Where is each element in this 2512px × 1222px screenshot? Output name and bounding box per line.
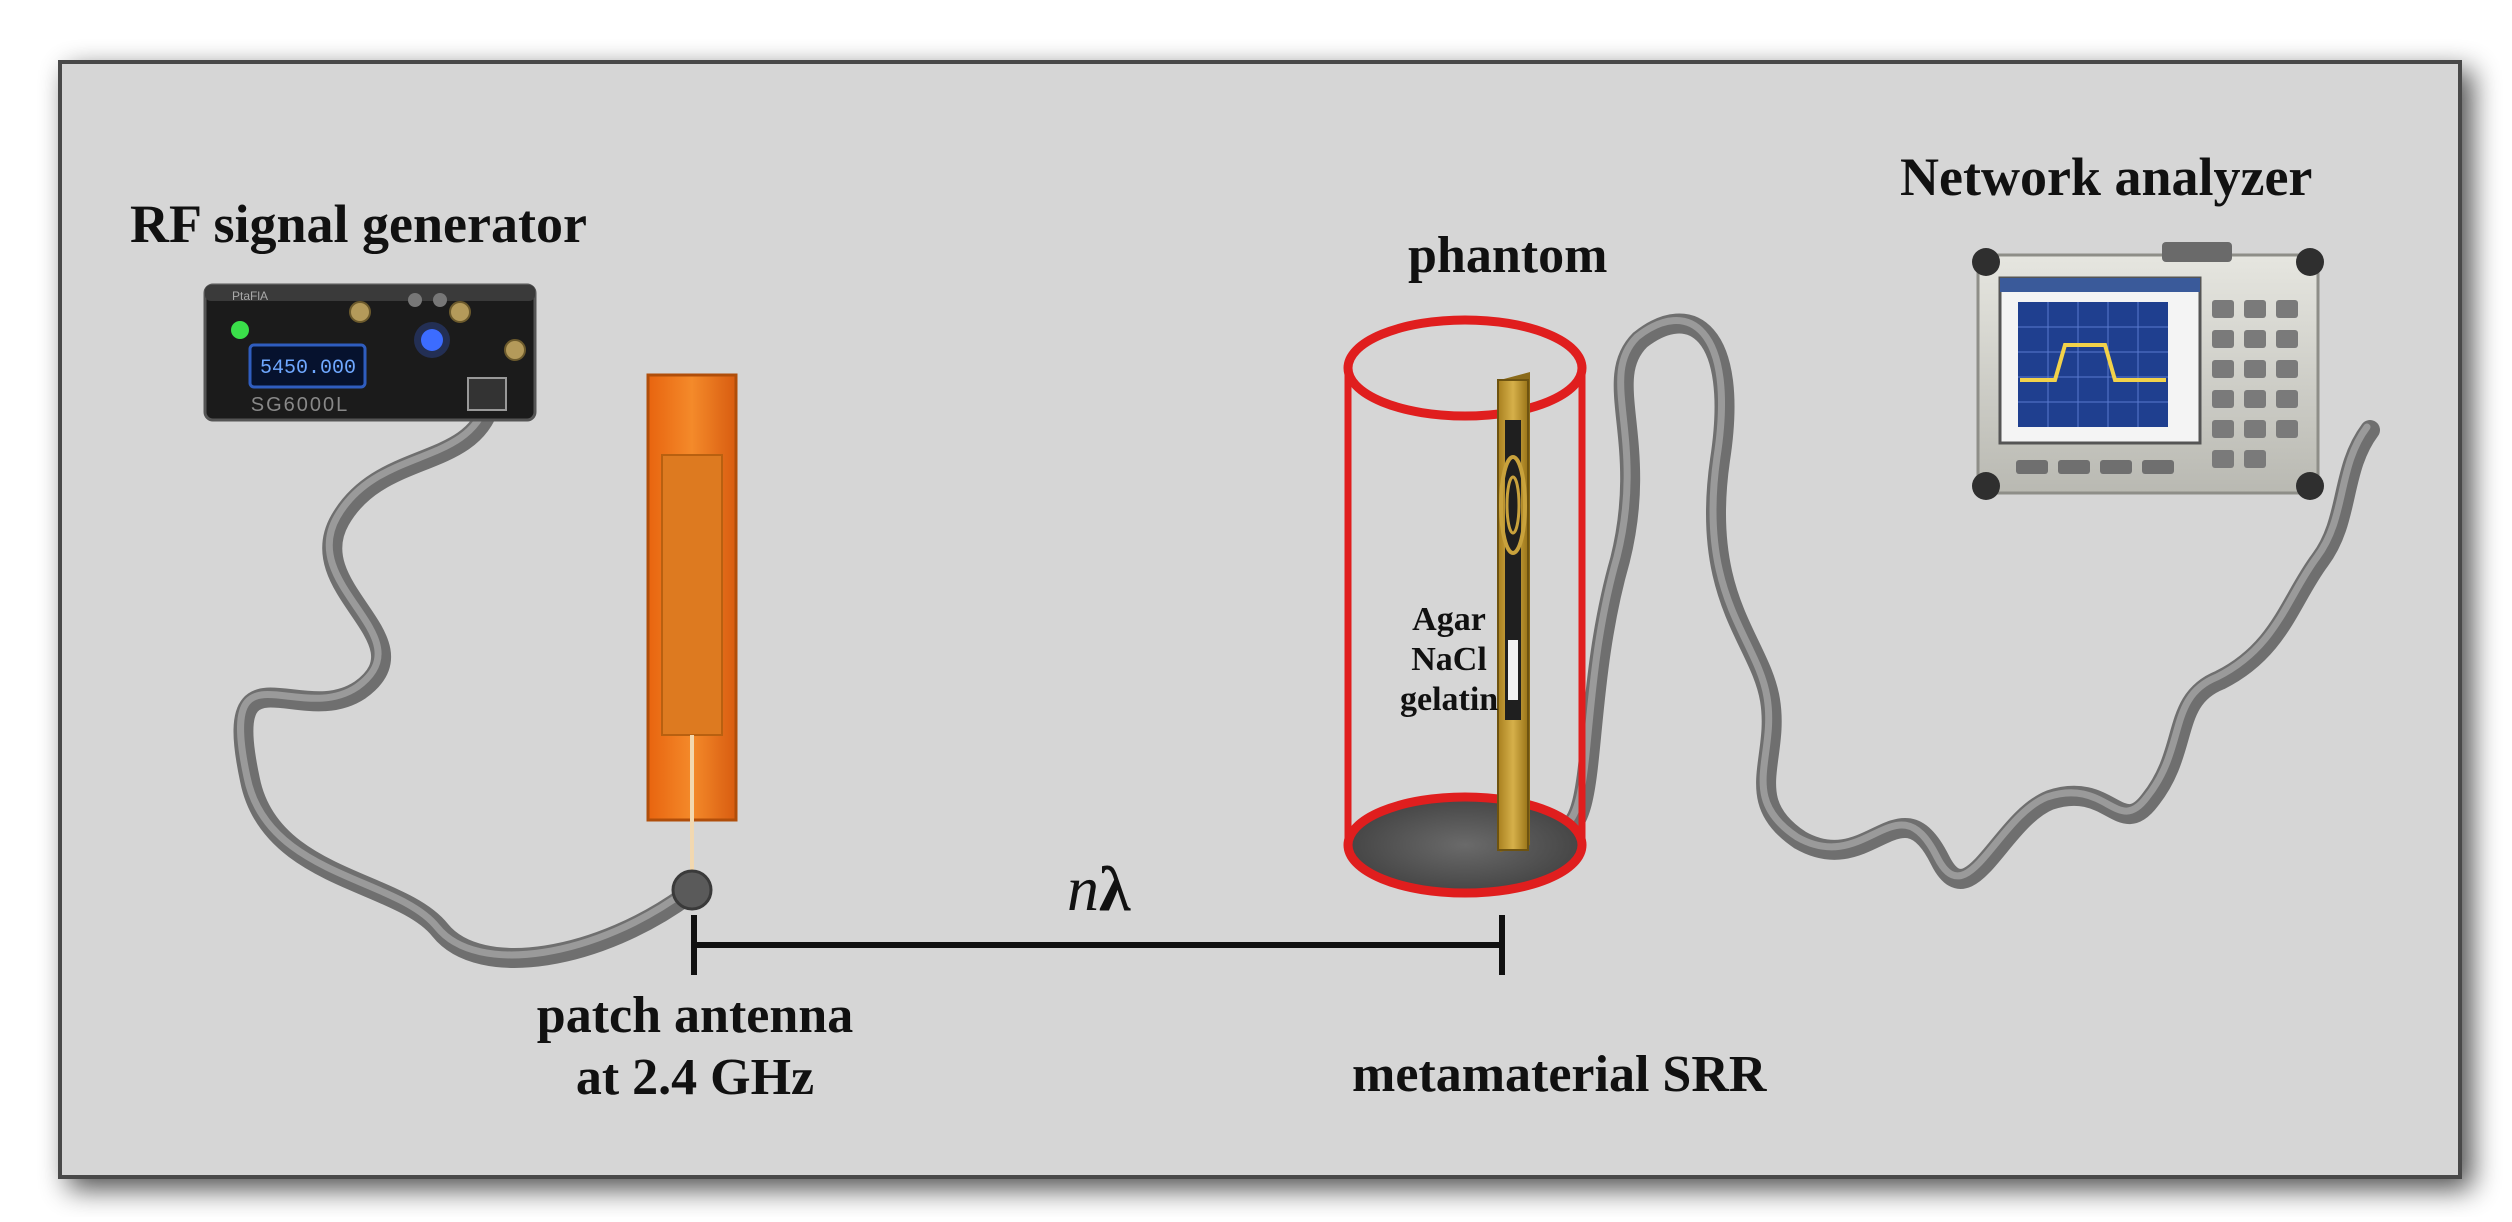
generator-brand: PtaFlA [232, 289, 268, 303]
analyzer-keypad [2212, 300, 2298, 468]
status-led-icon [421, 329, 443, 351]
bumper-icon [2296, 248, 2324, 276]
network-analyzer [1972, 242, 2324, 500]
patch-antenna-label: patch antenna at 2.4 GHz [495, 985, 895, 1109]
rf-output-port-icon [467, 377, 507, 411]
generator-display-value: 5450.000 [260, 357, 356, 380]
button-icon [433, 293, 447, 307]
knob-icon [349, 301, 371, 323]
agar-label: Agar [1412, 601, 1486, 638]
patch-antenna [646, 373, 738, 911]
patch-antenna-label-line2: at 2.4 GHz [575, 1049, 815, 1106]
distance-dimension [691, 915, 1505, 975]
bumper-icon [2296, 472, 2324, 500]
distance-lambda-symbol: λ [1099, 853, 1131, 924]
antenna-connector-icon [671, 869, 713, 911]
generator-model: SG6000L [251, 394, 350, 416]
power-led-icon [231, 321, 249, 339]
phantom-composition: Agar NaCl gelatin [1400, 600, 1498, 720]
button-icon [408, 293, 422, 307]
split-ring-resonator-icon [1499, 455, 1527, 555]
knob-icon [449, 301, 471, 323]
network-analyzer-label: Network analyzer [1900, 147, 2313, 207]
gelatin-label: gelatin [1400, 681, 1499, 718]
srr-board [1497, 372, 1530, 852]
rf-generator-label: RF signal generator [130, 194, 587, 254]
rf-signal-generator: 5450.000 SG6000L PtaFlA [203, 283, 537, 422]
analyzer-softkeys [2016, 460, 2174, 474]
srr-label: metamaterial SRR [1352, 1046, 1767, 1103]
generator-display [248, 343, 367, 389]
bumper-icon [1972, 472, 2000, 500]
patch-antenna-label-line1: patch antenna [536, 987, 854, 1044]
phantom-label: phantom [1408, 227, 1608, 284]
analyzer-cable-highlight [1553, 317, 2371, 880]
bumper-icon [1972, 248, 2000, 276]
generator-cable-highlight [237, 398, 691, 959]
distance-n-symbol: n [1067, 853, 1099, 924]
analyzer-trace [2020, 343, 2166, 382]
background-panel [58, 60, 2462, 1179]
knob-icon [504, 339, 526, 361]
nacl-label: NaCl [1411, 641, 1487, 678]
distance-label: nλ [1067, 852, 1130, 926]
